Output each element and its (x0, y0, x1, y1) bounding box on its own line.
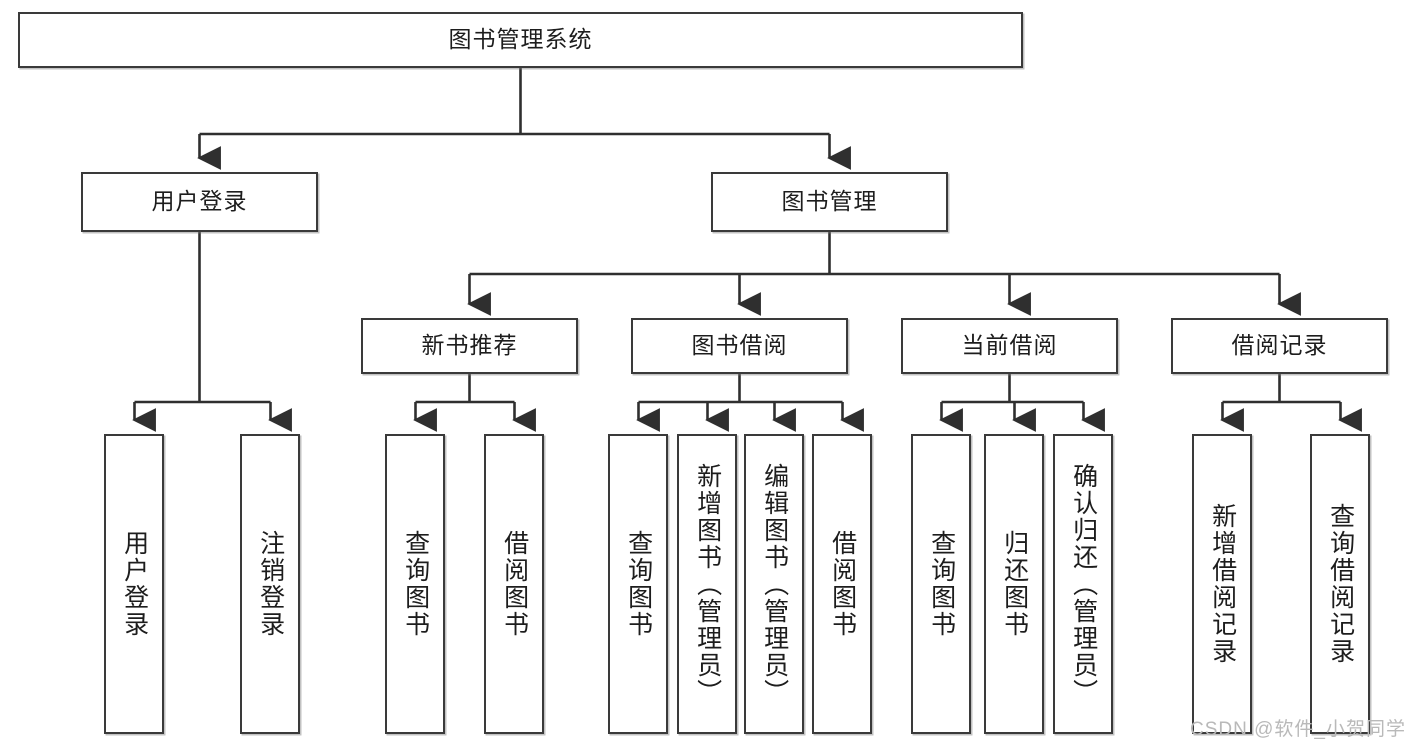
node-user-login[interactable]: 用户登录 (81, 172, 318, 232)
node-leaf-query-book-3-label: 查询图书 (927, 530, 956, 638)
node-leaf-borrow-book-1[interactable]: 借阅图书 (484, 434, 544, 734)
node-leaf-add-record-label: 新增借阅记录 (1208, 503, 1237, 665)
node-book-borrow[interactable]: 图书借阅 (631, 318, 848, 374)
node-leaf-confirm-return[interactable]: 确认归还（管理员） (1053, 434, 1113, 734)
node-book-manage[interactable]: 图书管理 (711, 172, 948, 232)
node-leaf-borrow-book-1-label: 借阅图书 (500, 530, 529, 638)
node-leaf-query-book-1-label: 查询图书 (401, 530, 430, 638)
node-leaf-borrow-book-2[interactable]: 借阅图书 (812, 434, 872, 734)
node-current-borrow[interactable]: 当前借阅 (901, 318, 1118, 374)
node-leaf-add-book-label: 新增图书（管理员） (693, 462, 722, 706)
node-leaf-add-record[interactable]: 新增借阅记录 (1192, 434, 1252, 734)
node-leaf-query-book-1[interactable]: 查询图书 (385, 434, 445, 734)
node-new-book-rec-label: 新书推荐 (421, 332, 518, 359)
node-book-manage-label: 图书管理 (781, 188, 878, 215)
node-current-borrow-label: 当前借阅 (961, 332, 1058, 359)
node-root[interactable]: 图书管理系统 (18, 12, 1023, 68)
node-leaf-query-book-3[interactable]: 查询图书 (911, 434, 971, 734)
node-leaf-add-book[interactable]: 新增图书（管理员） (677, 434, 737, 734)
node-root-label: 图书管理系统 (448, 26, 593, 53)
node-leaf-borrow-book-2-label: 借阅图书 (828, 530, 857, 638)
node-new-book-rec[interactable]: 新书推荐 (361, 318, 578, 374)
node-user-login-label: 用户登录 (151, 188, 248, 215)
node-leaf-query-book-2[interactable]: 查询图书 (608, 434, 668, 734)
node-borrow-record-label: 借阅记录 (1231, 332, 1328, 359)
node-book-borrow-label: 图书借阅 (691, 332, 788, 359)
node-leaf-logout-label: 注销登录 (256, 530, 285, 638)
node-leaf-logout[interactable]: 注销登录 (240, 434, 300, 734)
node-leaf-user-login[interactable]: 用户登录 (104, 434, 164, 734)
node-leaf-edit-book[interactable]: 编辑图书（管理员） (744, 434, 804, 734)
watermark: CSDN @软件_小贺同学 (1190, 719, 1405, 740)
node-leaf-confirm-return-label: 确认归还（管理员） (1069, 462, 1098, 706)
node-leaf-return-book-label: 归还图书 (1000, 530, 1029, 638)
node-leaf-query-record-label: 查询借阅记录 (1326, 503, 1355, 665)
node-leaf-query-book-2-label: 查询图书 (624, 530, 653, 638)
node-leaf-return-book[interactable]: 归还图书 (984, 434, 1044, 734)
node-leaf-user-login-label: 用户登录 (120, 530, 149, 638)
node-leaf-edit-book-label: 编辑图书（管理员） (760, 462, 789, 706)
node-borrow-record[interactable]: 借阅记录 (1171, 318, 1388, 374)
node-leaf-query-record[interactable]: 查询借阅记录 (1310, 434, 1370, 734)
